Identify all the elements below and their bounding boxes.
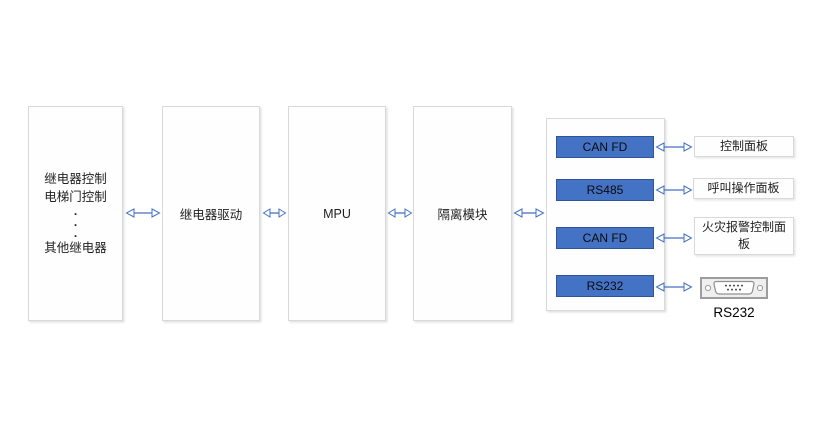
bidirectional-arrow-icon: [513, 208, 545, 218]
bidirectional-arrow-icon: [655, 233, 693, 243]
bidirectional-arrow-icon: [655, 142, 693, 152]
interface-chip-label: RS485: [586, 183, 624, 197]
interface-chip-label: RS232: [586, 279, 624, 293]
fire-alarm-panel-block: 火灾报警控制面板: [694, 217, 794, 255]
mpu-label: MPU: [323, 206, 351, 221]
control-panel-block: 控制面板: [694, 136, 794, 157]
isolation-module-block: 隔离模块: [413, 106, 512, 321]
bidirectional-arrow-icon: [387, 208, 413, 218]
mpu-block: MPU: [288, 106, 386, 321]
relay-targets-line: 电梯门控制: [44, 190, 107, 204]
ellipsis-dot: .: [73, 215, 78, 229]
bidirectional-arrow-icon: [655, 185, 693, 195]
interface-chip-label: CAN FD: [582, 140, 628, 154]
bidirectional-arrow-icon: [262, 208, 287, 218]
rs232-connector-caption: RS232: [713, 305, 755, 320]
ellipsis-dot: .: [73, 204, 78, 218]
call-operation-panel-label: 呼叫操作面板: [707, 181, 780, 195]
fire-alarm-panel-label: 火灾报警控制面板: [701, 220, 786, 251]
relay-targets-line: 继电器控制: [44, 172, 107, 186]
interface-chip-canfd-1: CAN FD: [556, 136, 654, 158]
control-panel-label: 控制面板: [719, 139, 768, 153]
relay-driver-block: 继电器驱动: [162, 106, 260, 321]
bidirectional-arrow-icon: [655, 282, 693, 292]
interface-chip-rs232: RS232: [556, 275, 654, 297]
call-operation-panel-block: 呼叫操作面板: [693, 178, 794, 199]
relay-driver-label: 继电器驱动: [179, 208, 243, 222]
bidirectional-arrow-icon: [125, 208, 161, 218]
isolation-module-label: 隔离模块: [437, 208, 488, 222]
interface-chip-label: CAN FD: [582, 231, 628, 245]
rs232-connector-icon: [700, 277, 768, 299]
relay-targets-line: 其他继电器: [44, 241, 107, 255]
interface-chip-rs485: RS485: [556, 179, 654, 201]
ellipsis-dot: .: [73, 226, 78, 240]
interface-chip-canfd-2: CAN FD: [556, 227, 654, 249]
relay-targets-block: 继电器控制 电梯门控制 . . . 其他继电器: [28, 106, 123, 321]
